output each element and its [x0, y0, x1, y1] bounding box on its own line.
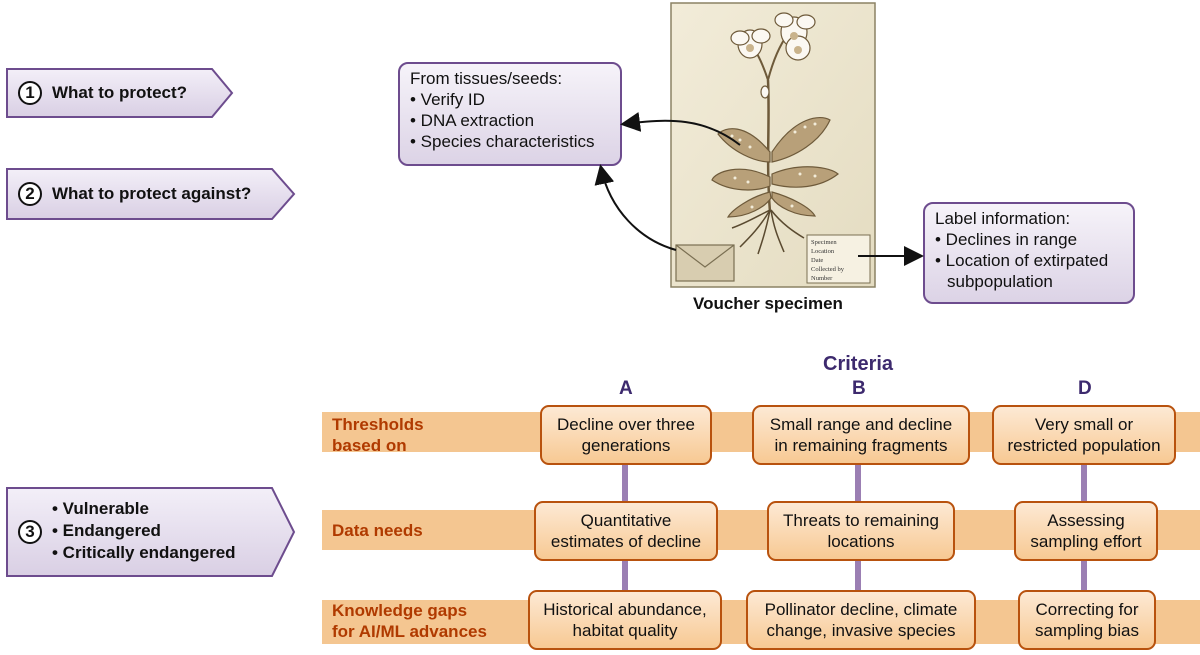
- tissue-bullet-characteristics: • Species characteristics: [410, 132, 595, 151]
- knowledge-gaps-label-line: for AI/ML advances: [332, 622, 487, 641]
- tissue-seed-callout: From tissues/seeds: • Verify ID • DNA ex…: [398, 62, 622, 166]
- criteria-b-letter: B: [852, 378, 866, 399]
- threshold-a-line: generations: [581, 436, 671, 455]
- data-needs-label: Data needs: [332, 521, 423, 540]
- data-need-a-line: estimates of decline: [550, 532, 702, 551]
- tissue-callout-title: From tissues/seeds:: [410, 69, 563, 88]
- specimen-illustration: [670, 2, 876, 288]
- criteria-d-letter: D: [1078, 378, 1092, 399]
- step-3-arrow-shape: [6, 487, 296, 577]
- threshold-a-box: Decline over three generations: [540, 405, 712, 465]
- step-1-arrow: 1 What to protect?: [6, 68, 234, 118]
- label-bullet-location-cont: subpopulation: [947, 272, 1053, 291]
- gap-b-box: Pollinator decline, climate change, inva…: [746, 590, 976, 650]
- specimen-label-line: Location: [811, 248, 835, 255]
- step-1-number: 1: [18, 81, 42, 105]
- gap-b-line: change, invasive species: [766, 621, 956, 640]
- label-info-callout: Label information: • Declines in range •…: [923, 202, 1135, 304]
- step-3-item-endangered: • Endangered: [52, 521, 161, 540]
- step-1-arrow-shape: [6, 68, 234, 118]
- knowledge-gaps-label: Knowledge gaps for AI/ML advances: [332, 600, 487, 642]
- tissue-bullet-dna: • DNA extraction: [410, 111, 535, 130]
- label-bullet-declines: • Declines in range: [935, 230, 1078, 249]
- specimen-label-line: Collected by: [811, 266, 845, 273]
- data-need-b-box: Threats to remaining locations: [767, 501, 955, 561]
- data-need-d-line: Assessing: [1047, 511, 1125, 530]
- step-3-item-vulnerable: • Vulnerable: [52, 499, 149, 518]
- gap-a-box: Historical abundance, habitat quality: [528, 590, 722, 650]
- step-3-arrow: 3 • Vulnerable • Endangered • Critically…: [6, 487, 296, 577]
- gap-a-line: Historical abundance,: [543, 600, 707, 619]
- data-need-d-box: Assessing sampling effort: [1014, 501, 1158, 561]
- specimen-label: Specimen Location Date Collected by Numb…: [811, 238, 844, 283]
- thresholds-label-line: based on: [332, 436, 407, 455]
- knowledge-gaps-label-line: Knowledge gaps: [332, 601, 468, 620]
- envelope-icon: [675, 244, 735, 282]
- gap-d-box: Correcting for sampling bias: [1018, 590, 1156, 650]
- thresholds-label: Thresholds based on: [332, 414, 424, 456]
- threshold-d-box: Very small or restricted population: [992, 405, 1176, 465]
- specimen-label-line: Specimen: [811, 239, 837, 246]
- criteria-a-letter: A: [619, 378, 633, 399]
- specimen-label-line: Number: [811, 275, 833, 282]
- threshold-b-box: Small range and decline in remaining fra…: [752, 405, 970, 465]
- tissue-bullet-verify-id: • Verify ID: [410, 90, 485, 109]
- data-need-b-line: locations: [827, 532, 895, 551]
- thresholds-label-line: Thresholds: [332, 415, 424, 434]
- label-bullet-location: • Location of extirpated: [935, 251, 1109, 270]
- threshold-b-line: Small range and decline: [769, 415, 953, 434]
- gap-b-line: Pollinator decline, climate: [764, 600, 958, 619]
- gap-a-line: habitat quality: [572, 621, 678, 640]
- step-2-arrow: 2 What to protect against?: [6, 168, 296, 220]
- step-3-number: 3: [18, 520, 42, 544]
- gap-d-line: Correcting for: [1035, 600, 1139, 619]
- label-callout-title: Label information:: [935, 209, 1071, 228]
- specimen-label-line: Date: [811, 257, 824, 264]
- step-2-label: What to protect against?: [52, 184, 252, 203]
- step-2-arrow-shape: [6, 168, 296, 220]
- data-need-a-box: Quantitative estimates of decline: [534, 501, 718, 561]
- specimen-caption: Voucher specimen: [693, 294, 843, 313]
- threshold-d-line: restricted population: [1007, 436, 1161, 455]
- step-2-number: 2: [18, 182, 42, 206]
- threshold-d-line: Very small or: [1034, 415, 1134, 434]
- threshold-a-line: Decline over three: [557, 415, 695, 434]
- threshold-b-line: in remaining fragments: [774, 436, 948, 455]
- step-3-item-critically-endangered: • Critically endangered: [52, 543, 236, 562]
- criteria-title: Criteria: [823, 353, 894, 375]
- step-1-label: What to protect?: [52, 83, 188, 102]
- data-need-d-line: sampling effort: [1030, 532, 1142, 551]
- gap-d-line: sampling bias: [1035, 621, 1139, 640]
- data-need-a-line: Quantitative: [580, 511, 672, 530]
- voucher-specimen-sheet: Specimen Location Date Collected by Numb…: [670, 2, 876, 288]
- data-need-b-line: Threats to remaining: [783, 511, 939, 530]
